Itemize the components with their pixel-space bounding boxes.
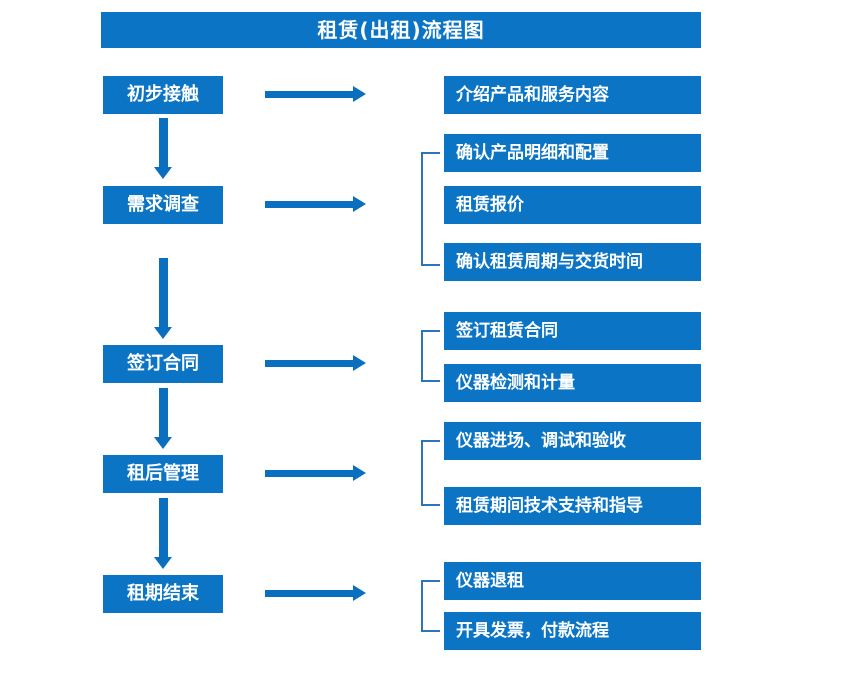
arrow-down-icon-1 — [154, 118, 172, 179]
arrow-down-icon-3 — [154, 388, 172, 449]
detail-box-8[interactable]: 租赁期间技术支持和指导 — [444, 487, 701, 525]
arrow-down-icon-4 — [154, 498, 172, 569]
group-bracket-4 — [421, 440, 440, 506]
detail-box-6[interactable]: 仪器检测和计量 — [444, 364, 701, 402]
detail-box-10[interactable]: 开具发票，付款流程 — [444, 612, 701, 650]
group-bracket-3 — [421, 330, 440, 382]
detail-box-1[interactable]: 介绍产品和服务内容 — [444, 76, 701, 114]
group-bracket-2 — [421, 152, 440, 266]
arrow-right-icon-3 — [265, 355, 366, 371]
arrow-right-icon-4 — [265, 465, 366, 481]
detail-box-7[interactable]: 仪器进场、调试和验收 — [444, 422, 701, 460]
arrow-right-icon-5 — [265, 585, 366, 601]
stage-box-2[interactable]: 需求调查 — [103, 186, 223, 224]
stage-box-1[interactable]: 初步接触 — [103, 76, 223, 114]
detail-box-9[interactable]: 仪器退租 — [444, 562, 701, 600]
arrow-right-icon-2 — [265, 196, 366, 212]
arrow-down-icon-2 — [154, 258, 172, 339]
detail-box-4[interactable]: 确认租赁周期与交货时间 — [444, 243, 701, 281]
detail-box-2[interactable]: 确认产品明细和配置 — [444, 134, 701, 172]
arrow-right-icon-1 — [265, 86, 366, 102]
stage-box-3[interactable]: 签订合同 — [103, 345, 223, 383]
group-bracket-5 — [421, 580, 440, 632]
stage-box-5[interactable]: 租期结束 — [103, 575, 223, 613]
page-title: 租赁(出租)流程图 — [101, 12, 701, 48]
detail-box-3[interactable]: 租赁报价 — [444, 186, 701, 224]
detail-box-5[interactable]: 签订租赁合同 — [444, 312, 701, 350]
stage-box-4[interactable]: 租后管理 — [103, 455, 223, 493]
